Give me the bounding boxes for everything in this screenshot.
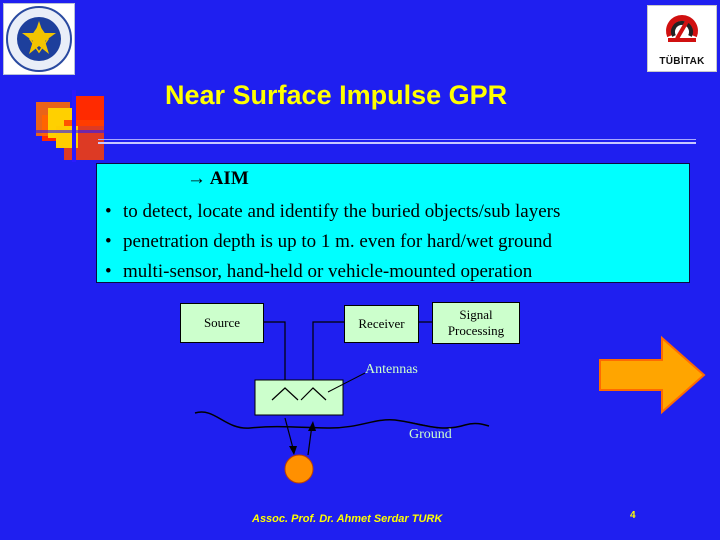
aim-heading-label: AIM [209, 168, 249, 189]
transmit-arrowhead [289, 446, 297, 455]
buried-object-icon [284, 454, 314, 484]
aim-box: → AIM • to detect, locate and identify th… [96, 163, 690, 283]
antennas-label: Antennas [365, 362, 418, 377]
aim-bullet: • to detect, locate and identify the buri… [105, 197, 560, 227]
ground-line [194, 411, 490, 429]
receiver-wire [312, 321, 344, 390]
signal-processing-box: Signal Processing [432, 302, 520, 344]
tubitak-logo-icon [666, 15, 698, 42]
signal-label-line1: Signal [459, 307, 493, 322]
footer-author: Assoc. Prof. Dr. Ahmet Serdar TURK [252, 513, 443, 525]
aim-bullet-text: to detect, locate and identify the burie… [123, 201, 561, 222]
right-arrow-small-icon: → [187, 168, 206, 189]
antenna-icon [271, 387, 299, 401]
signal-label-line2: Processing [447, 323, 505, 338]
tubitak-logo: TÜBİTAK [647, 5, 717, 72]
title-divider [98, 139, 696, 144]
page-number: 4 [630, 510, 636, 521]
aim-bullet-text: multi-sensor, hand-held or vehicle-mount… [123, 261, 533, 282]
ground-pointer [407, 421, 439, 429]
next-slide-button[interactable] [600, 338, 705, 413]
receiver-box: Receiver [344, 305, 419, 343]
bullet-marker: • [105, 231, 112, 252]
ground-label: Ground [409, 427, 452, 442]
aim-bullet: • multi-sensor, hand-held or vehicle-moun… [105, 257, 560, 287]
aim-bullet: • penetration depth is up to 1 m. even fo… [105, 227, 560, 257]
source-wire [263, 321, 286, 390]
aim-bullet-text: penetration depth is up to 1 m. even for… [123, 231, 552, 252]
receiver-label: Receiver [358, 316, 405, 331]
source-box: Source [180, 303, 264, 343]
university-logo [3, 3, 75, 75]
receive-arrowhead [308, 421, 316, 431]
antenna-unit [254, 379, 344, 416]
slide-title: Near Surface Impulse GPR [165, 80, 508, 110]
source-label: Source [203, 315, 241, 330]
bullet-marker: • [105, 201, 112, 222]
antennas-pointer [327, 372, 366, 393]
aim-heading: → AIM [187, 168, 249, 190]
decorative-squares [34, 90, 110, 162]
university-seal-icon [6, 6, 72, 72]
aim-bullet-list: • to detect, locate and identify the buri… [105, 197, 560, 287]
antenna-icon [300, 387, 327, 401]
right-arrow-icon [599, 335, 706, 415]
tubitak-brand-text: TÜBİTAK [659, 56, 705, 67]
bullet-marker: • [105, 261, 112, 282]
